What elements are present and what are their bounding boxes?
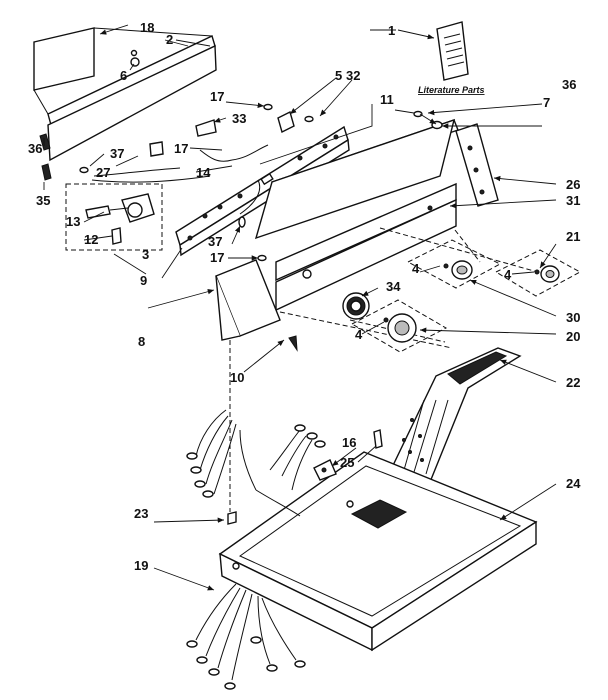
callout-36b: 36: [562, 77, 576, 92]
callout-37a: 37: [110, 146, 124, 161]
wire-harness-lower: [186, 583, 306, 690]
screw-25: [373, 429, 383, 449]
literature-parts-label: Literature Parts: [418, 85, 485, 95]
callout-35: 35: [36, 193, 50, 208]
lint-duct: [384, 347, 522, 483]
callout-16: 16: [342, 435, 356, 450]
timer-assembly: [85, 193, 155, 245]
callout-34: 34: [386, 279, 401, 294]
screw-left-upper: [39, 133, 51, 151]
callout-3: 3: [142, 247, 149, 262]
callout-37b: 37: [208, 234, 222, 249]
callout-36a: 36: [28, 141, 42, 156]
bracket-5: [277, 110, 295, 134]
callout-32: 32: [346, 68, 360, 83]
callout-30: 30: [566, 310, 580, 325]
control-panel-housing: [254, 118, 459, 312]
callout-8: 8: [138, 334, 145, 349]
bracket-33: [195, 119, 217, 137]
literature-booklet: [436, 21, 469, 81]
bezel-ring: [342, 292, 370, 320]
callout-23: 23: [134, 506, 148, 521]
screw-6: [79, 166, 89, 174]
callout-14: 14: [196, 165, 211, 180]
callout-17c: 17: [210, 250, 224, 265]
callout-33: 33: [232, 111, 246, 126]
callout-5: 5: [335, 68, 342, 83]
callout-7: 7: [543, 95, 550, 110]
callout-17b: 17: [174, 141, 188, 156]
end-cap-left: [215, 259, 281, 341]
knob-20: [383, 313, 417, 343]
screw-10: [288, 335, 298, 352]
callout-18: 18: [140, 20, 154, 35]
clip-23: [227, 511, 237, 525]
screw-37-lower: [238, 216, 246, 228]
screw-17-lower: [257, 254, 267, 262]
screw-left-lower: [41, 163, 52, 181]
callout-9: 9: [140, 273, 147, 288]
callout-25: 25: [340, 455, 354, 470]
knob-21: [534, 265, 560, 283]
callout-21: 21: [566, 229, 580, 244]
screw-36-right: [413, 110, 423, 118]
callout-24: 24: [566, 476, 581, 491]
dryer-top: [218, 451, 538, 652]
end-cap-right: [455, 123, 499, 207]
switch-component: [149, 141, 164, 157]
callout-4c: 4: [355, 327, 363, 342]
callout-6: 6: [120, 68, 127, 83]
screw-32: [304, 115, 314, 123]
callout-1: 1: [388, 23, 395, 38]
callout-13: 13: [66, 214, 80, 229]
callout-11: 11: [380, 92, 394, 107]
callout-19: 19: [134, 558, 148, 573]
callout-2: 2: [166, 32, 173, 47]
callout-22: 22: [566, 375, 580, 390]
leader-lines: [43, 29, 557, 591]
callout-10: 10: [230, 370, 244, 385]
callout-27: 27: [96, 165, 110, 180]
door-switch: [313, 459, 337, 481]
callout-31: 31: [566, 193, 580, 208]
knob-30: [443, 260, 473, 280]
callout-4b: 4: [504, 267, 512, 282]
callout-26: 26: [566, 177, 580, 192]
wire-harness-upper: [186, 409, 326, 517]
callout-12: 12: [84, 232, 98, 247]
rear-panel: [33, 27, 217, 162]
wire-harness-console: [91, 144, 269, 215]
callout-20: 20: [566, 329, 580, 344]
callout-labels: 1 2 3 4 4 4 5 6 7 8 9 10 11 12 13 14 16 …: [28, 20, 581, 573]
callout-17a: 17: [210, 89, 224, 104]
screw-17-upper: [263, 103, 273, 111]
callout-4a: 4: [412, 261, 420, 276]
